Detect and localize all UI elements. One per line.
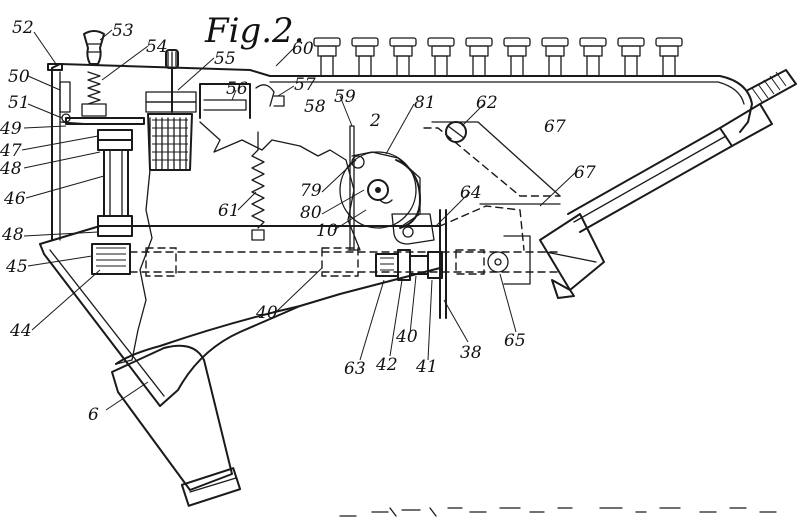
ref-label: 50 — [8, 67, 30, 87]
ref-label: 42 — [375, 355, 398, 375]
gear-knob-assembly — [145, 49, 197, 171]
ref-label: 58 — [304, 97, 326, 117]
ref-label: 10 — [316, 221, 338, 241]
key — [503, 37, 531, 77]
coupling-assembly — [375, 209, 447, 319]
key — [655, 37, 683, 77]
shaft-40 — [129, 247, 561, 277]
ref-label: 61 — [218, 201, 240, 221]
ref-label: 67 — [544, 117, 566, 137]
key-row — [313, 37, 683, 77]
ref-label: 40 — [395, 327, 418, 347]
ref-label: 49 — [0, 119, 22, 139]
ref-label: 51 — [8, 93, 30, 113]
bottom-edge-marks — [339, 507, 777, 517]
handle-6 — [111, 344, 242, 507]
key — [389, 37, 417, 77]
ref-label: 80 — [300, 203, 322, 223]
reference-labels: 52 53 54 55 60 50 51 57 56 58 49 59 2 81… — [0, 18, 596, 425]
ref-label: 62 — [476, 93, 498, 113]
right-block — [391, 121, 561, 285]
frame-arm — [39, 225, 441, 407]
ref-label: 44 — [9, 321, 32, 341]
ref-label: 67 — [574, 163, 596, 183]
ref-label: 40 — [255, 303, 278, 323]
figure-title: Fig.2. — [204, 11, 304, 51]
ref-label: 47 — [0, 141, 22, 161]
ref-label: 41 — [415, 357, 438, 377]
key — [579, 37, 607, 77]
ref-label: 59 — [334, 87, 356, 107]
right-handle — [539, 69, 797, 299]
ref-label: 45 — [5, 257, 28, 277]
hook-assembly — [203, 84, 285, 111]
ref-label: 60 — [292, 39, 314, 59]
ref-label: 38 — [460, 343, 482, 363]
ratchet-wheel — [339, 125, 421, 251]
ref-label: 81 — [414, 93, 436, 113]
ref-label: 2 — [369, 111, 381, 131]
spring-61 — [251, 131, 265, 241]
ref-label: 55 — [214, 49, 236, 69]
key — [313, 37, 341, 77]
leader-lines — [21, 29, 577, 411]
ref-label: 54 — [146, 37, 168, 57]
key — [351, 37, 379, 77]
ref-label: 57 — [294, 75, 316, 95]
ref-label: 53 — [112, 21, 134, 41]
ref-label: 6 — [88, 405, 99, 425]
ref-label: 56 — [226, 79, 248, 99]
ref-label: 65 — [504, 331, 526, 351]
ref-label: 79 — [300, 181, 322, 201]
ref-label: 63 — [344, 359, 366, 379]
key — [465, 37, 493, 77]
ref-label: 52 — [12, 18, 34, 38]
cylinder-assembly — [91, 129, 133, 275]
ref-label: 48 — [0, 159, 22, 179]
ref-label: 46 — [3, 189, 26, 209]
key — [427, 37, 455, 77]
key — [541, 37, 569, 77]
ref-label: 64 — [460, 183, 482, 203]
key — [617, 37, 645, 77]
ref-label: 48 — [1, 225, 24, 245]
